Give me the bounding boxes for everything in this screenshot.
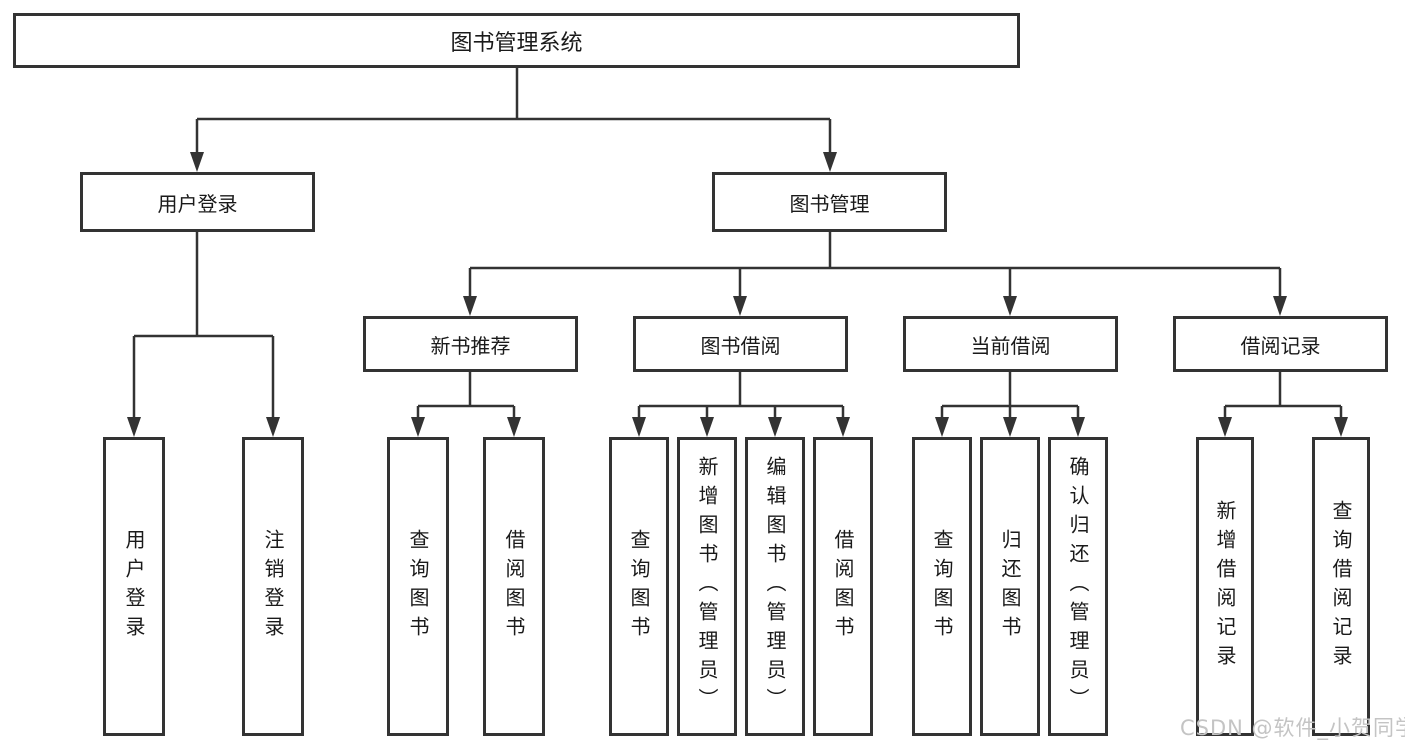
node-new-book-recommend-label: 新书推荐 bbox=[430, 333, 511, 358]
leaf-recommend-query-books: 查询图书 bbox=[387, 437, 449, 736]
leaf-add-borrow-record: 新增借阅记录 bbox=[1196, 437, 1254, 736]
connector-borrow-group bbox=[632, 372, 850, 437]
node-root-system-label: 图书管理系统 bbox=[450, 30, 583, 56]
node-user-login-branch: 用户登录 bbox=[80, 172, 315, 232]
leaf-logout: 注销登录 bbox=[242, 437, 304, 736]
leaf-borrow-query-books: 查询图书 bbox=[609, 437, 669, 736]
leaf-borrow-books-label: 借阅图书 bbox=[831, 528, 855, 645]
connector-recommend-group bbox=[411, 372, 521, 437]
leaf-edit-books-admin-label: 编辑图书（管理员） bbox=[763, 456, 787, 717]
leaf-recommend-query-books-label: 查询图书 bbox=[406, 528, 430, 645]
node-current-borrow: 当前借阅 bbox=[903, 316, 1118, 372]
connector-manage-branch bbox=[463, 232, 1287, 316]
leaf-confirm-return-admin: 确认归还（管理员） bbox=[1048, 437, 1108, 736]
leaf-recommend-borrow-books: 借阅图书 bbox=[483, 437, 545, 736]
node-borrow-records: 借阅记录 bbox=[1173, 316, 1388, 372]
leaf-return-books-label: 归还图书 bbox=[998, 528, 1022, 645]
node-borrow-records-label: 借阅记录 bbox=[1240, 333, 1321, 358]
leaf-current-query-books: 查询图书 bbox=[912, 437, 972, 736]
leaf-add-borrow-record-label: 新增借阅记录 bbox=[1213, 499, 1237, 674]
leaf-user-login-label: 用户登录 bbox=[122, 528, 146, 645]
leaf-user-login: 用户登录 bbox=[103, 437, 165, 736]
node-book-manage-branch-label: 图书管理 bbox=[789, 191, 870, 216]
leaf-logout-label: 注销登录 bbox=[261, 528, 285, 645]
node-root-system: 图书管理系统 bbox=[13, 13, 1020, 68]
connector-login-branch bbox=[127, 232, 280, 437]
leaf-borrow-query-books-label: 查询图书 bbox=[627, 528, 651, 645]
node-book-borrow: 图书借阅 bbox=[633, 316, 848, 372]
leaf-current-query-books-label: 查询图书 bbox=[930, 528, 954, 645]
node-book-manage-branch: 图书管理 bbox=[712, 172, 947, 232]
connector-current-group bbox=[935, 372, 1085, 437]
leaf-confirm-return-admin-label: 确认归还（管理员） bbox=[1066, 456, 1090, 717]
leaf-add-books-admin: 新增图书（管理员） bbox=[677, 437, 737, 736]
node-book-borrow-label: 图书借阅 bbox=[700, 333, 781, 358]
leaf-return-books: 归还图书 bbox=[980, 437, 1040, 736]
connector-root-to-level2 bbox=[190, 68, 837, 172]
leaf-add-books-admin-label: 新增图书（管理员） bbox=[695, 456, 719, 717]
connector-records-group bbox=[1218, 372, 1348, 437]
leaf-recommend-borrow-books-label: 借阅图书 bbox=[502, 528, 526, 645]
node-user-login-branch-label: 用户登录 bbox=[157, 191, 238, 216]
leaf-query-borrow-record: 查询借阅记录 bbox=[1312, 437, 1370, 736]
leaf-edit-books-admin: 编辑图书（管理员） bbox=[745, 437, 805, 736]
csdn-watermark: CSDN @软件_小贺同学 bbox=[1180, 716, 1405, 740]
node-current-borrow-label: 当前借阅 bbox=[970, 333, 1051, 358]
leaf-query-borrow-record-label: 查询借阅记录 bbox=[1329, 499, 1353, 674]
node-new-book-recommend: 新书推荐 bbox=[363, 316, 578, 372]
leaf-borrow-books: 借阅图书 bbox=[813, 437, 873, 736]
